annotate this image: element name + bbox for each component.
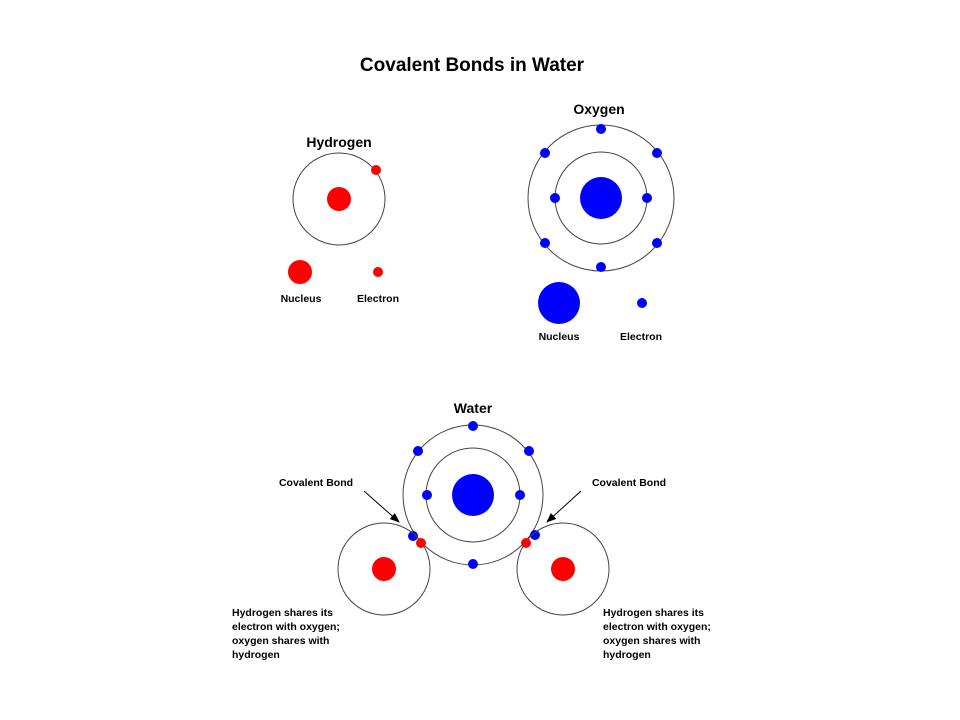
oxygen-outer-electron: [652, 148, 662, 158]
left-bond-arrow: [363, 490, 400, 523]
water-oxygen-nucleus: [452, 474, 494, 516]
left-note-line: electron with oxygen;: [232, 621, 340, 633]
oxygen-atom: Oxygen: [527, 101, 675, 272]
right-covalent-bond-label: Covalent Bond: [592, 477, 666, 489]
oxygen-inner-electron: [642, 193, 652, 203]
water-molecule: Water Covalent Bond Covalent Bond Hydrog…: [232, 400, 714, 661]
right-note-line: Hydrogen shares its: [603, 607, 704, 619]
oxygen-legend-electron-label: Electron: [620, 331, 662, 343]
right-note: Hydrogen shares its electron with oxygen…: [603, 607, 714, 661]
water-oxygen-outer-electron: [468, 421, 478, 431]
water-right-hydrogen-orbit: [516, 522, 610, 616]
hydrogen-legend-electron-icon: [373, 267, 383, 277]
oxygen-legend-nucleus-label: Nucleus: [539, 331, 580, 343]
oxygen-outer-electron: [540, 238, 550, 248]
hydrogen-legend-electron-label: Electron: [357, 293, 399, 305]
right-note-line: hydrogen: [603, 649, 651, 661]
hydrogen-heading: Hydrogen: [306, 134, 371, 150]
oxygen-legend-nucleus-icon: [538, 282, 580, 324]
hydrogen-nucleus: [327, 187, 351, 211]
left-note-line: hydrogen: [232, 649, 280, 661]
water-oxygen-inner-electron: [515, 490, 525, 500]
left-note: Hydrogen shares its electron with oxygen…: [232, 607, 343, 661]
oxygen-legend: Nucleus Electron: [538, 282, 662, 343]
oxygen-outer-electron: [596, 262, 606, 272]
water-right-hydrogen-electron: [521, 538, 531, 548]
oxygen-heading: Oxygen: [573, 101, 624, 117]
oxygen-legend-electron-icon: [637, 298, 647, 308]
water-heading: Water: [454, 400, 493, 416]
right-note-line: electron with oxygen;: [603, 621, 711, 633]
hydrogen-legend-nucleus-label: Nucleus: [281, 293, 322, 305]
oxygen-inner-electron: [550, 193, 560, 203]
water-oxygen-outer-electron: [468, 559, 478, 569]
right-bond-arrow: [546, 490, 582, 523]
water-oxygen-shared-electron: [530, 530, 540, 540]
water-right-hydrogen-nucleus: [551, 557, 575, 581]
hydrogen-orbit: [292, 152, 386, 246]
water-oxygen-inner-electron: [422, 490, 432, 500]
left-covalent-bond-label: Covalent Bond: [279, 477, 353, 489]
hydrogen-legend-nucleus-icon: [288, 260, 312, 284]
right-note-line: oxygen shares with: [603, 635, 700, 647]
oxygen-outer-electron: [652, 238, 662, 248]
left-note-line: oxygen shares with: [232, 635, 329, 647]
water-left-hydrogen-nucleus: [372, 557, 396, 581]
oxygen-outer-electron: [596, 124, 606, 134]
water-oxygen-outer-electron: [524, 446, 534, 456]
water-left-hydrogen-electron: [416, 538, 426, 548]
hydrogen-atom: Hydrogen: [292, 134, 386, 246]
water-oxygen-shared-electron: [408, 531, 418, 541]
hydrogen-legend: Nucleus Electron: [281, 260, 399, 305]
left-note-line: Hydrogen shares its: [232, 607, 333, 619]
water-oxygen-outer-electron: [413, 446, 423, 456]
oxygen-nucleus: [580, 177, 622, 219]
water-left-hydrogen-orbit: [337, 522, 431, 616]
diagram-title: Covalent Bonds in Water: [360, 55, 585, 76]
oxygen-outer-electron: [540, 148, 550, 158]
hydrogen-electron: [371, 165, 381, 175]
